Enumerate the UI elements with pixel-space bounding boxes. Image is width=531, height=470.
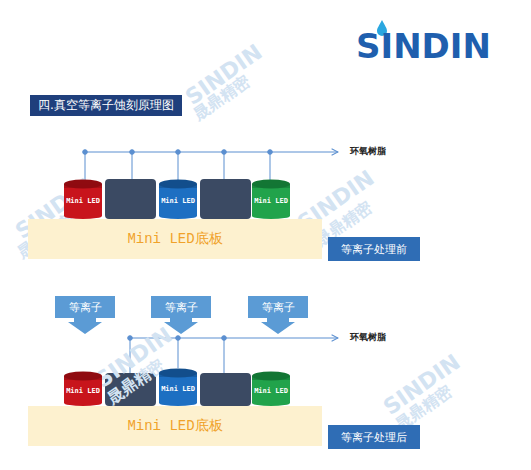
- substrate: Mini LED底板: [28, 406, 322, 446]
- plasma-arrow: [68, 318, 295, 334]
- chip-rim: [159, 373, 197, 377]
- chip-rim: [159, 184, 197, 188]
- logo: SINDIN: [356, 26, 491, 66]
- mini-led-chip: Mini LED: [159, 368, 197, 406]
- chip-body: [159, 373, 197, 406]
- substrate: Mini LED底板: [28, 219, 322, 259]
- substrate-label: Mini LED底板: [127, 230, 222, 248]
- chip-top: [64, 372, 102, 381]
- mini-led-chip: Mini LED: [252, 179, 290, 219]
- chip-label: Mini LED: [66, 383, 100, 395]
- stage-label: 等离子处理前: [341, 242, 407, 257]
- chip-label: Mini LED: [254, 383, 288, 395]
- chip-rim: [252, 376, 290, 380]
- stage-label: 等离子处理后: [341, 430, 407, 445]
- epoxy-leader: [83, 150, 338, 181]
- chip-body: [64, 184, 102, 219]
- epoxy-block: [105, 179, 156, 219]
- chip-label: Mini LED: [254, 193, 288, 205]
- chip-top: [252, 180, 290, 189]
- chip-top: [159, 180, 197, 189]
- mini-led-chip: Mini LED: [64, 179, 102, 219]
- plasma-label: 等离子: [262, 300, 295, 315]
- chip-top: [64, 180, 102, 189]
- mini-led-chip: Mini LED: [64, 371, 102, 406]
- chip-top: [252, 372, 290, 381]
- chip-body: [252, 184, 290, 219]
- substrate-label: Mini LED底板: [127, 417, 222, 435]
- plasma-box: 等离子: [151, 296, 211, 318]
- stage-tag: 等离子处理后: [328, 425, 420, 449]
- plasma-box: 等离子: [248, 296, 308, 318]
- chip-label: Mini LED: [66, 193, 100, 205]
- chip-rim: [64, 184, 102, 188]
- material-label: 环氧树脂: [350, 145, 386, 158]
- plasma-label: 等离子: [165, 300, 198, 315]
- section-title: 四.真空等离子蚀刻原理图: [30, 95, 182, 116]
- chip-top: [159, 369, 197, 378]
- material-label: 环氧树脂: [350, 331, 386, 344]
- mini-led-chip: Mini LED: [159, 179, 197, 219]
- chip-label: Mini LED: [161, 193, 195, 205]
- chip-rim: [252, 184, 290, 188]
- substrate-fill: [28, 219, 322, 259]
- chip-rim: [64, 376, 102, 380]
- stage-tag: 等离子处理前: [328, 237, 420, 261]
- mini-led-chip: Mini LED: [252, 371, 290, 406]
- epoxy-block: [200, 373, 251, 406]
- substrate-fill: [28, 406, 322, 446]
- chip-label: Mini LED: [161, 381, 195, 393]
- chip-body: [159, 184, 197, 219]
- plasma-box: 等离子: [55, 296, 115, 318]
- plasma-label: 等离子: [69, 300, 102, 315]
- epoxy-block: [200, 179, 251, 219]
